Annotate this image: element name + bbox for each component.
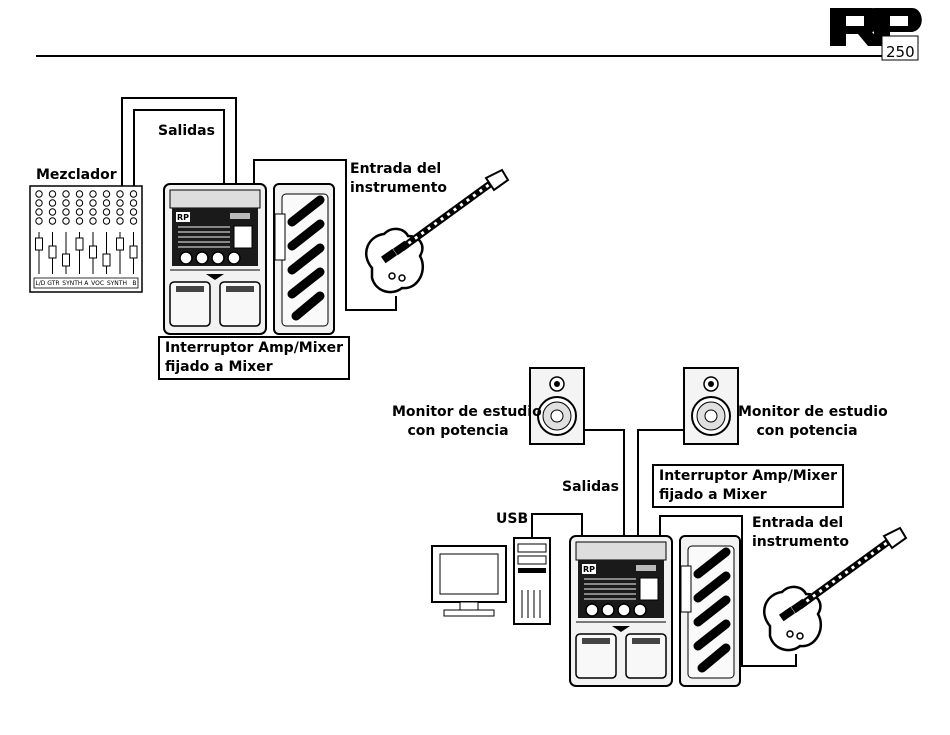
mixer-fader bbox=[36, 238, 43, 250]
mixer-channel-label: SYNTH A bbox=[62, 279, 88, 289]
mixer-knob bbox=[103, 218, 109, 224]
monitor-label-left: Monitor de estudio con potencia bbox=[392, 403, 524, 441]
mixer-knob bbox=[90, 200, 96, 206]
mixer-channel-label: L/D GTR bbox=[35, 279, 59, 289]
mixer-fader bbox=[130, 246, 137, 258]
mixer-knob bbox=[103, 209, 109, 215]
mixer-knob bbox=[36, 200, 42, 206]
mixer-fader bbox=[76, 238, 83, 250]
mixer-knob bbox=[36, 209, 42, 215]
mixer-knob bbox=[36, 218, 42, 224]
rp250-pedal-bottom bbox=[570, 536, 672, 686]
monitor-label-right: Monitor de estudio con potencia bbox=[738, 403, 876, 441]
mixer-knob bbox=[117, 209, 123, 215]
outputs-label-top: Salidas bbox=[158, 122, 215, 141]
mixer-knob bbox=[49, 200, 55, 206]
mixer-channel-label: B bbox=[132, 279, 136, 289]
mixer-fader bbox=[103, 254, 110, 266]
mixer-knob bbox=[49, 191, 55, 197]
expression-pedal-bottom bbox=[680, 536, 740, 686]
mixer-knob bbox=[76, 200, 82, 206]
switch-note-bottom: Interruptor Amp/Mixer fijado a Mixer bbox=[652, 464, 844, 508]
mixer-knob bbox=[90, 209, 96, 215]
mixer-knob bbox=[63, 200, 69, 206]
mixer-fader bbox=[90, 246, 97, 258]
mixer-knob bbox=[76, 218, 82, 224]
instrument-input-label-bottom: Entrada del instrumento bbox=[752, 514, 849, 552]
mixer-fader bbox=[117, 238, 124, 250]
mixer-label: Mezclador bbox=[36, 166, 117, 185]
outputs-label-bottom: Salidas bbox=[562, 478, 619, 497]
mixer-knob bbox=[90, 218, 96, 224]
mixer-knob bbox=[76, 209, 82, 215]
mixer-knob bbox=[130, 209, 136, 215]
mixer-fader bbox=[49, 246, 56, 258]
mixer-knob bbox=[130, 200, 136, 206]
rp250-logo: 250 bbox=[830, 8, 922, 61]
mixer-knob bbox=[103, 191, 109, 197]
rp250-pedal-top bbox=[164, 184, 266, 334]
instrument-input-label-top: Entrada del instrumento bbox=[350, 160, 447, 198]
mixer-knob bbox=[117, 218, 123, 224]
usb-cable bbox=[532, 514, 582, 538]
mixer-knob bbox=[36, 191, 42, 197]
mixer-knob bbox=[117, 200, 123, 206]
mixer-knob bbox=[49, 218, 55, 224]
usb-label: USB bbox=[496, 510, 528, 529]
mixer-knob bbox=[63, 218, 69, 224]
mixer-knob bbox=[103, 200, 109, 206]
mixer-knob bbox=[49, 209, 55, 215]
switch-note-top: Interruptor Amp/Mixer fijado a Mixer bbox=[158, 336, 350, 380]
studio-monitor-right bbox=[684, 368, 738, 444]
computer bbox=[432, 538, 550, 624]
mixer-channel-label: SYNTH bbox=[107, 279, 127, 289]
mixer-channel-label: VOC bbox=[91, 279, 104, 289]
mixer-knob bbox=[130, 191, 136, 197]
mixer-knob bbox=[63, 209, 69, 215]
mixer-knob bbox=[63, 191, 69, 197]
mixer-knob bbox=[76, 191, 82, 197]
expression-pedal-top bbox=[274, 184, 334, 334]
mixer bbox=[30, 186, 142, 292]
logo-text: 250 bbox=[886, 43, 915, 61]
mixer-knob bbox=[117, 191, 123, 197]
mixer-fader bbox=[63, 254, 70, 266]
mixer-knob bbox=[90, 191, 96, 197]
mixer-knob bbox=[130, 218, 136, 224]
